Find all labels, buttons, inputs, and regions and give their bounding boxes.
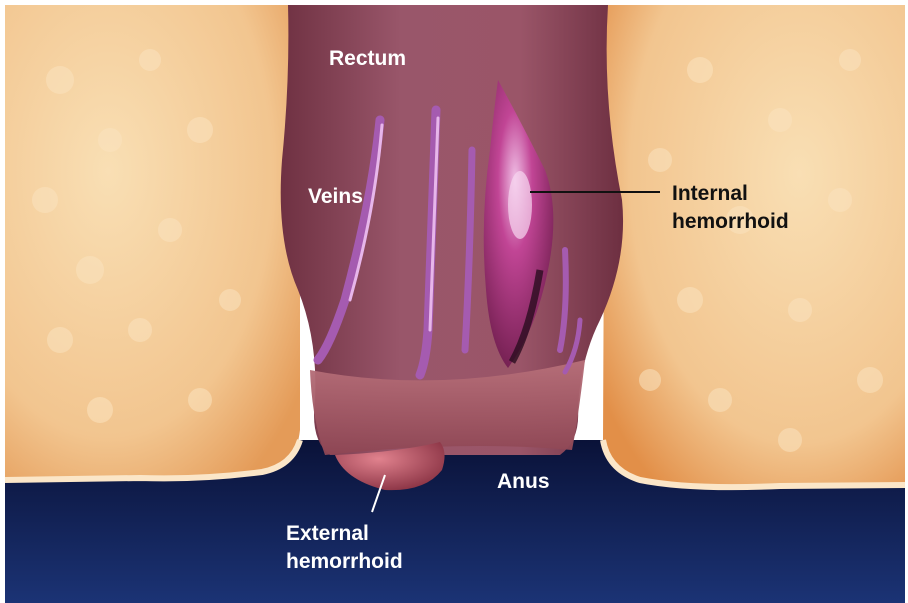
internal-hemorrhoid-label-line2: hemorrhoid	[672, 208, 789, 236]
external-hemorrhoid-label: External hemorrhoid	[286, 520, 403, 576]
internal-hemorrhoid-label-line1: Internal	[672, 180, 789, 208]
anus-label: Anus	[497, 468, 550, 496]
internal-hemorrhoid-highlight	[508, 171, 532, 239]
right-buttock	[603, 5, 905, 487]
veins-label: Veins	[308, 183, 363, 211]
external-hemorrhoid-label-line1: External	[286, 520, 403, 548]
rectum-label: Rectum	[329, 45, 406, 73]
external-hemorrhoid-label-line2: hemorrhoid	[286, 548, 403, 576]
internal-hemorrhoid-label: Internal hemorrhoid	[672, 180, 789, 236]
